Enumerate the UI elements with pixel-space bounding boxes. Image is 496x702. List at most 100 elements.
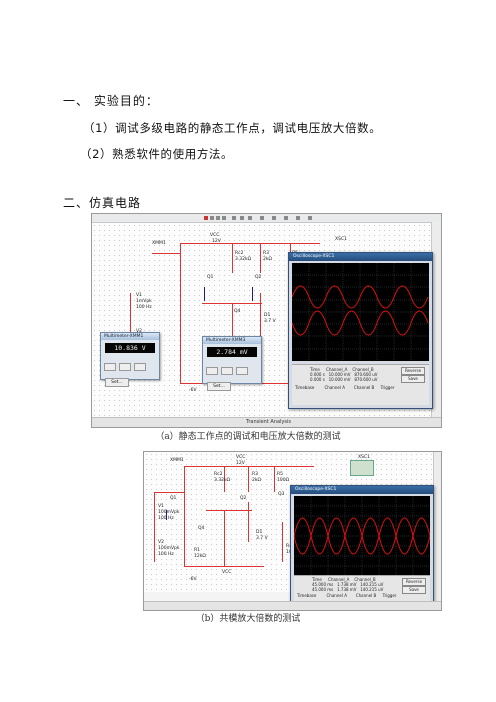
- label-r1: R1: [194, 548, 200, 553]
- readout-t1-cha: 1.738 mV: [337, 582, 357, 587]
- label-xsc1: XSC1: [335, 237, 347, 242]
- oscilloscope-window-a[interactable]: Oscilloscope-XSC1 Time Channel_A: [288, 252, 433, 409]
- status-text: Transient Analysis: [246, 419, 291, 425]
- readout-t1-cha: 10.000 mV: [328, 372, 351, 377]
- mode-ohm-button[interactable]: [236, 367, 248, 375]
- readout-t2-time: 0.000 s: [310, 377, 325, 382]
- multimeter-xmm1-set-button[interactable]: Set...: [105, 378, 129, 387]
- multimeter-xmm3-set-button[interactable]: Set...: [207, 382, 231, 391]
- label-vee-value: -6V: [189, 577, 197, 582]
- multimeter-xmm3-reading: 2.784 mV: [207, 347, 257, 357]
- label-v2: V2: [158, 540, 164, 545]
- oscilloscope-window-b[interactable]: Oscilloscope-XSC1 Time Channel_A: [290, 485, 434, 605]
- readout-t1-time: 45.000 ms: [312, 582, 334, 587]
- label-vcc: VCC: [236, 455, 246, 460]
- timebase-label: Timebase: [297, 593, 317, 598]
- label-d1-value: 3.7 V: [264, 319, 276, 324]
- label-xmm1: XMM1: [170, 458, 184, 463]
- trigger-label: Trigger: [380, 385, 395, 390]
- oscilloscope-traces: [293, 496, 431, 576]
- label-v1: V1: [158, 504, 164, 509]
- label-r3-value: 2kΩ: [263, 257, 272, 262]
- label-r5: R5: [277, 472, 283, 477]
- readout-header-cha: Channel_A: [328, 577, 350, 582]
- mode-a-button[interactable]: [104, 363, 116, 371]
- readout-t2-cha: 1.738 mV: [337, 587, 357, 592]
- label-q3: Q3: [278, 492, 285, 497]
- label-vcc-value: 12V: [212, 239, 221, 244]
- reverse-button[interactable]: Reverse: [401, 367, 425, 375]
- readout-header-chb: Channel_B: [354, 577, 376, 582]
- label-xsc1: XSC1: [358, 455, 370, 460]
- trigger-label: Trigger: [382, 593, 397, 598]
- label-vee-value: -6V: [189, 388, 197, 393]
- label-q4: Q4: [234, 309, 241, 314]
- label-q2: Q2: [255, 275, 262, 280]
- channel-b-label: Channel B: [355, 593, 377, 598]
- toolbar: [92, 214, 441, 223]
- oscilloscope-title: Oscilloscope-XSC1: [291, 486, 433, 494]
- readout-header-time: Time: [312, 577, 322, 582]
- multimeter-xmm1[interactable]: Multimeter-XMM1 10.836 V Set...: [100, 332, 160, 387]
- reverse-button[interactable]: Reverse: [402, 578, 426, 586]
- trace-channel-b: [293, 517, 431, 555]
- label-r5-value: 100Ω: [277, 478, 290, 483]
- label-d1-value: 3.7 V: [256, 536, 268, 541]
- label-rc2-value: 3.32kΩ: [235, 257, 252, 262]
- label-q2: Q2: [240, 496, 247, 501]
- readout-t2-chb: 140.215 uV: [360, 587, 384, 592]
- label-r3: R3: [263, 251, 269, 256]
- oscilloscope-title: Oscilloscope-XSC1: [289, 253, 432, 261]
- objective-item-2: （2）熟悉软件的使用方法。: [80, 147, 234, 161]
- label-r3: R3: [252, 472, 258, 477]
- mode-v-button[interactable]: [221, 367, 233, 375]
- label-vcc: VCC: [210, 233, 220, 238]
- timebase-label: Timebase: [295, 385, 315, 390]
- save-button[interactable]: Save: [402, 586, 426, 594]
- status-bar: [144, 601, 441, 610]
- label-v2: V2: [136, 329, 142, 334]
- figure-b-screenshot: XMM1 VCC 12V Rc2 3.32kΩ R3 2kΩ R5 100Ω Q…: [143, 451, 442, 611]
- save-button[interactable]: Save: [401, 375, 425, 383]
- label-v1: V1: [136, 293, 142, 298]
- label-r1-value: 12kΩ: [194, 554, 206, 559]
- multimeter-xmm1-reading: 10.836 V: [105, 343, 155, 353]
- label-vcc-value: 12V: [236, 461, 245, 466]
- label-rc2: Rc2: [214, 472, 223, 477]
- oscilloscope-instrument-icon[interactable]: [350, 460, 374, 476]
- label-v1-freq: 100 Hz: [158, 516, 174, 521]
- readout-t1-chb: 870.600 uV: [354, 372, 378, 377]
- multimeter-xmm3-title: Multimeter-XMM3: [203, 337, 261, 344]
- channel-a-label: Channel A: [326, 593, 347, 598]
- readout-header-chb: Channel_B: [352, 367, 374, 372]
- multimeter-xmm3[interactable]: Multimeter-XMM3 2.784 mV Set...: [202, 336, 262, 391]
- oscilloscope-screen: [291, 263, 429, 361]
- label-d1: D1: [256, 530, 263, 535]
- multimeter-xmm1-title: Multimeter-XMM1: [101, 333, 159, 340]
- label-d1: D1: [264, 313, 271, 318]
- figure-b-caption: （b）共模放大倍数的测试: [195, 614, 301, 624]
- readout-header-cha: Channel_A: [326, 367, 348, 372]
- label-v2-value: 100mVpk: [158, 546, 180, 551]
- label-v1-value: 1mVpk: [136, 299, 152, 304]
- readout-header-time: Time: [310, 367, 320, 372]
- readout-t2-time: 45.000 ms: [312, 587, 334, 592]
- mode-v-button[interactable]: [119, 363, 131, 371]
- readout-t1-time: 0.000 s: [310, 372, 325, 377]
- label-v1-freq: 100 Hz: [136, 305, 152, 310]
- objective-heading: 一、 实验目的：: [63, 94, 159, 108]
- mode-a-button[interactable]: [206, 367, 218, 375]
- side-panel: [433, 452, 441, 610]
- oscilloscope-control-panel: Time Channel_A Channel_B 0.000 s 10.000 …: [292, 364, 429, 405]
- label-q4: Q4: [198, 526, 205, 531]
- oscilloscope-traces: [291, 263, 429, 361]
- oscilloscope-screen: [293, 496, 431, 576]
- label-vee: VCC: [222, 570, 232, 575]
- channel-a-label: Channel A: [324, 385, 345, 390]
- label-rc2: Rc2: [235, 251, 244, 256]
- trace-channel-a: [291, 285, 429, 309]
- readout-t2-chb: 870.600 uV: [354, 377, 378, 382]
- figure-a-caption: （a）静态工作点的调试和电压放大倍数的测试: [155, 432, 341, 442]
- status-bar: Transient Analysis: [92, 417, 441, 427]
- mode-ohm-button[interactable]: [134, 363, 146, 371]
